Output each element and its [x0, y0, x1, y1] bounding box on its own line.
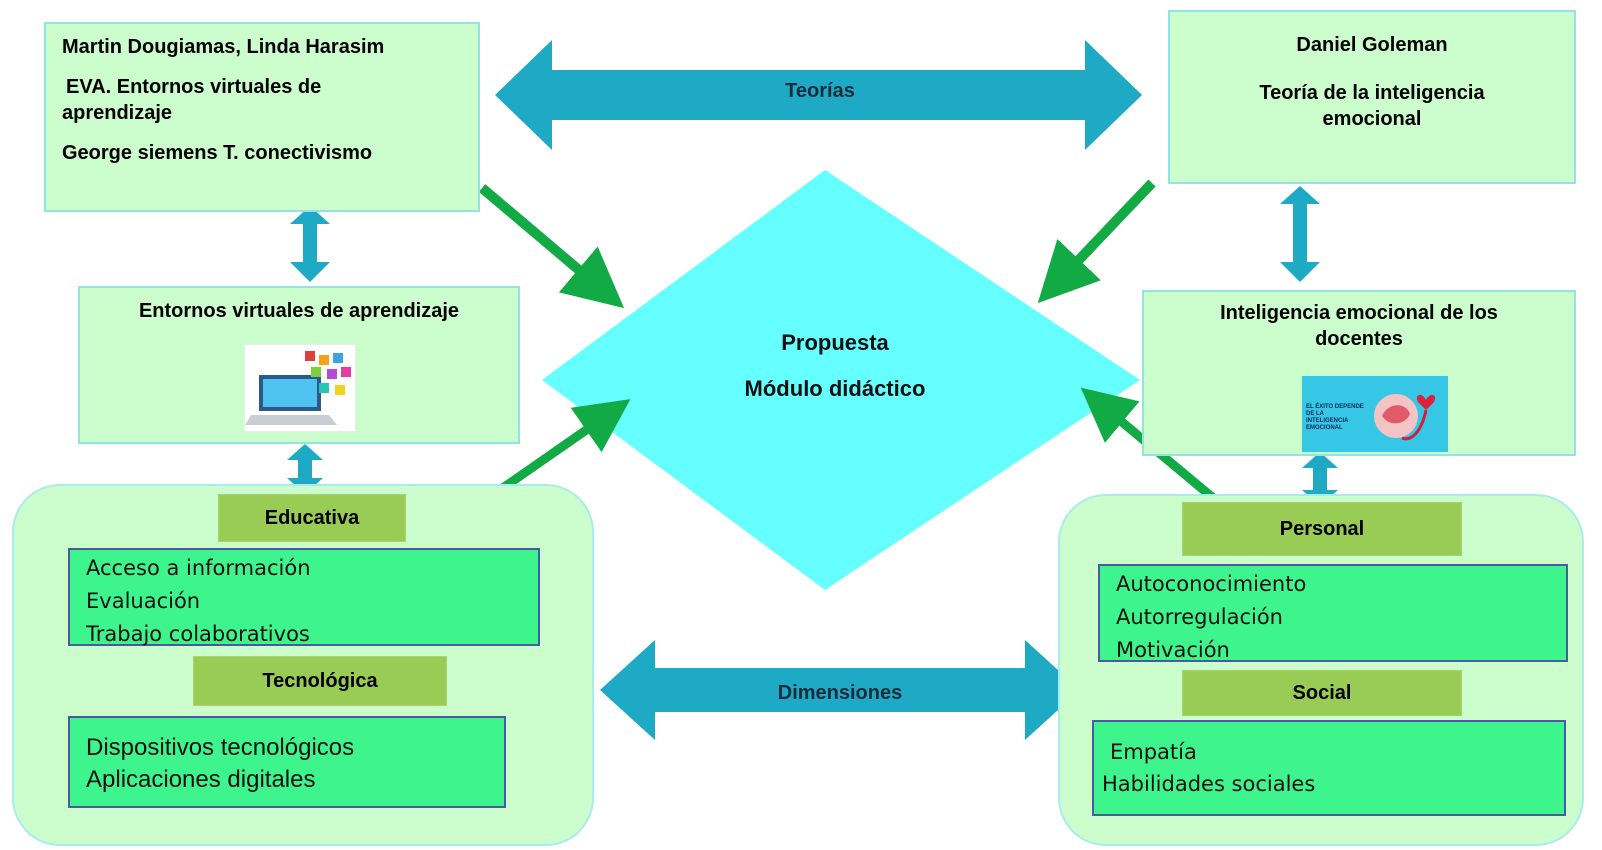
left-lower-vertical-arrow — [287, 444, 323, 494]
left-list-educativa: Acceso a información Evaluación Trabajo … — [68, 548, 540, 646]
left-list-item-1: Acceso a información — [86, 556, 311, 580]
left-theory-eva-line2: aprendizaje — [62, 102, 173, 124]
emotional-intelligence-image-text: EL ÉXITO DEPENDE DE LA INTELIGENCIA EMOC… — [1306, 404, 1364, 431]
dimensions-double-arrow — [600, 640, 1080, 740]
center-line-2: Módulo didáctico — [744, 376, 926, 401]
right-middle-box: Inteligencia emocional de los docentes E… — [1142, 290, 1576, 456]
right-list2-item-1: Empatía — [1110, 740, 1197, 764]
left-theory-siemens: George siemens T. conectivismo — [62, 142, 373, 164]
left-upper-vertical-arrow — [290, 206, 330, 282]
green-arrow-bottom-left — [497, 399, 631, 494]
left-header-tecnologica: Tecnológica — [193, 656, 447, 706]
green-arrow-top-left — [478, 184, 625, 309]
emotional-intelligence-image: EL ÉXITO DEPENDE DE LA INTELIGENCIA EMOC… — [1302, 376, 1448, 452]
theories-double-arrow — [495, 40, 1142, 150]
right-list-personal: Autoconocimiento Autorregulación Motivac… — [1098, 564, 1568, 662]
right-list-social: Empatía Habilidades sociales — [1092, 720, 1566, 816]
theories-label: Teorías — [785, 80, 855, 102]
right-theory-line2: emocional — [1322, 108, 1422, 130]
right-middle-title-1: Inteligencia emocional de los — [1220, 302, 1498, 324]
left-header-educativa: Educativa — [218, 494, 406, 542]
right-theory-line1: Teoría de la inteligencia — [1259, 82, 1485, 104]
right-list-item-1: Autoconocimiento — [1116, 572, 1307, 596]
laptop-apps-icon — [244, 344, 356, 432]
center-diamond — [542, 170, 1140, 590]
right-list-item-2: Autorregulación — [1116, 605, 1283, 629]
center-line-1: Propuesta — [781, 330, 889, 355]
right-theory-box: Daniel Goleman Teoría de la inteligencia… — [1168, 10, 1576, 184]
left-theory-eva-line1: EVA. Entornos virtuales de — [66, 76, 322, 98]
left-list2-item-2: Aplicaciones digitales — [86, 766, 316, 793]
left-list-item-2: Evaluación — [86, 589, 201, 613]
right-list-item-3: Motivación — [1116, 638, 1230, 662]
dimensions-label: Dimensiones — [777, 682, 903, 704]
center-text: Propuesta Módulo didáctico — [690, 330, 980, 402]
right-header-social: Social — [1182, 670, 1462, 716]
right-list2-item-2: Habilidades sociales — [1102, 772, 1316, 796]
left-middle-box: Entornos virtuales de aprendizaje — [78, 286, 520, 444]
left-list-item-3: Trabajo colaborativos — [86, 622, 310, 646]
left-list-tecnologica: Dispositivos tecnológicos Aplicaciones d… — [68, 716, 506, 808]
right-theory-author: Daniel Goleman — [1296, 34, 1448, 56]
right-header-personal: Personal — [1182, 502, 1462, 556]
brain-heart-icon — [1374, 394, 1436, 441]
right-middle-title-2: docentes — [1315, 328, 1403, 350]
left-theory-authors: Martin Dougiamas, Linda Harasim — [62, 36, 385, 58]
left-middle-title: Entornos virtuales de aprendizaje — [138, 300, 460, 322]
right-upper-vertical-arrow — [1280, 186, 1320, 282]
right-lower-vertical-arrow — [1302, 452, 1338, 506]
left-list2-item-1: Dispositivos tecnológicos — [86, 734, 355, 761]
left-theory-box: Martin Dougiamas, Linda Harasim EVA. Ent… — [44, 22, 480, 212]
green-arrow-top-right — [1037, 179, 1156, 304]
